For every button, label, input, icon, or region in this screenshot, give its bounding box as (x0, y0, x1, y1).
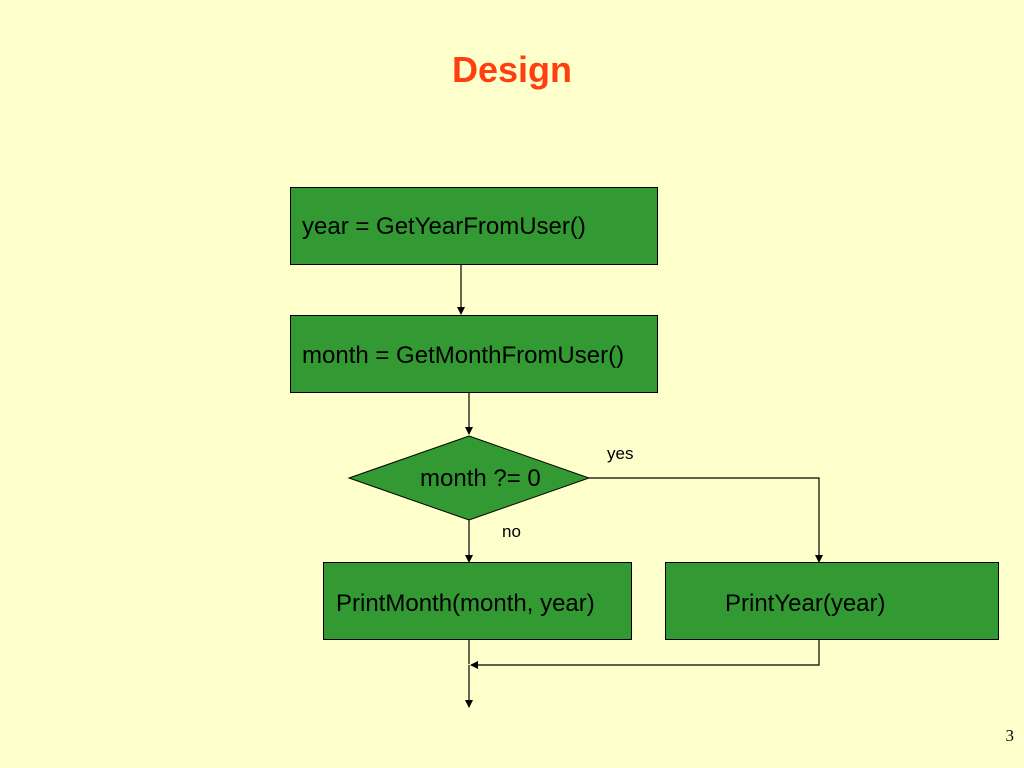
arrow-yes-branch (589, 477, 823, 563)
page-number: 3 (1005, 726, 1015, 745)
print-month-label: PrintMonth(month, year) (336, 590, 595, 617)
arrow-merge (470, 639, 820, 669)
no-branch-label: no (502, 522, 521, 541)
print-month-box: PrintMonth(month, year) (323, 562, 632, 640)
slide-title: Design (451, 49, 573, 90)
yes-branch-label: yes (607, 444, 634, 463)
get-year-box: year = GetYearFromUser() (290, 187, 658, 265)
print-year-box: PrintYear(year) (665, 562, 999, 640)
get-month-box: month = GetMonthFromUser() (290, 315, 658, 393)
get-month-label: month = GetMonthFromUser() (302, 342, 625, 369)
print-year-label: PrintYear(year) (725, 590, 886, 617)
decision-label: month ?= 0 (420, 465, 541, 492)
get-year-label: year = GetYearFromUser() (302, 213, 586, 240)
